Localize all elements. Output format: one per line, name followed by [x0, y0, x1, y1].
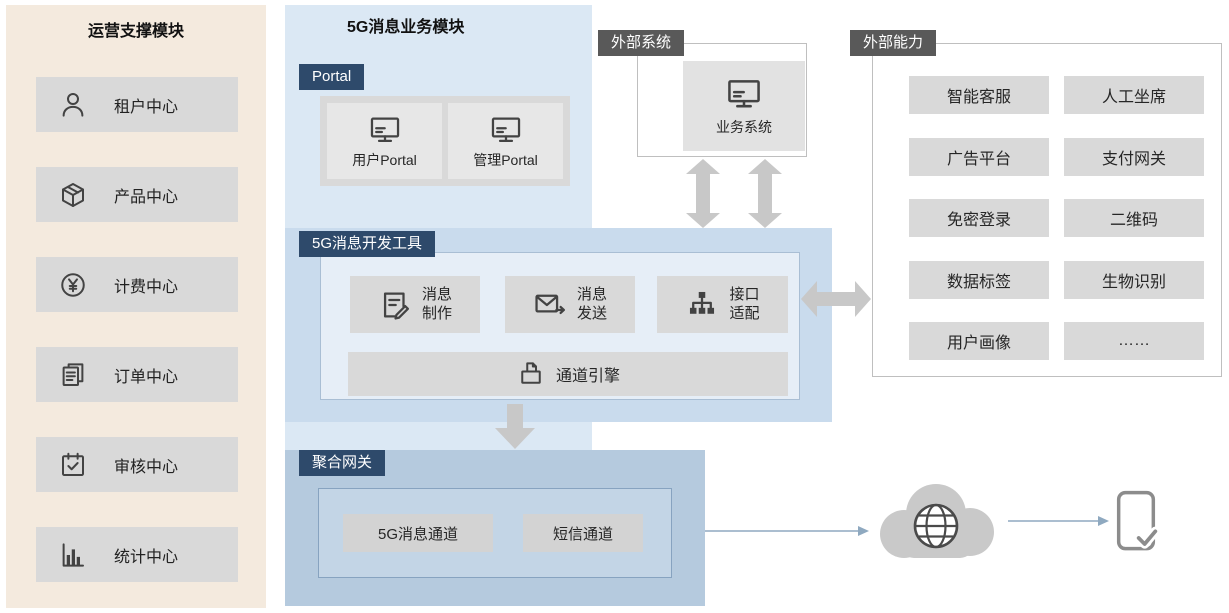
external-capabilities-tag: 外部能力	[850, 30, 937, 56]
portal-container: 用户Portal 管理Portal	[320, 96, 570, 186]
dev-tools-tag: 5G消息开发工具	[299, 231, 436, 257]
audit-check-icon	[62, 452, 84, 476]
audit-center-label: 审核中心	[114, 458, 179, 476]
gateway-tag: 聚合网关	[299, 450, 386, 476]
capability-data-tag: 数据标签	[909, 261, 1049, 299]
admin-portal-label: 管理Portal	[473, 151, 538, 168]
api-adapter-box: 接口 适配	[657, 276, 788, 333]
capability-ad-platform: 广告平台	[909, 138, 1049, 176]
business-system-box: 业务系统	[683, 61, 805, 151]
api-tree-icon	[690, 291, 715, 314]
globe-icon	[913, 503, 959, 549]
admin-portal-box: 管理Portal	[448, 103, 563, 179]
capability-qr-code: 二维码	[1064, 199, 1204, 237]
down-arrow-to-gateway	[495, 404, 535, 449]
capability-human-agent: 人工坐席	[1064, 76, 1204, 114]
audit-center-box: 审核中心	[36, 437, 238, 492]
tenant-center-box: 租户中心	[36, 77, 238, 132]
bar-chart-icon	[62, 542, 84, 567]
order-center-box: 订单中心	[36, 347, 238, 402]
message-send-box: 消息 发送	[505, 276, 635, 333]
yuan-billing-icon	[61, 272, 85, 297]
message-module-title: 5G消息业务模块	[347, 19, 465, 36]
product-center-box: 产品中心	[36, 167, 238, 222]
operation-support-title: 运营支撑模块	[87, 23, 184, 40]
monitor-icon	[728, 80, 760, 108]
sms-channel-label: 短信通道	[552, 525, 613, 543]
statistics-center-label: 统计中心	[114, 548, 179, 566]
external-capabilities-box: 智能客服 人工坐席 广告平台 支付网关 免密登录 二维码 数据标签 生物识别 用…	[872, 43, 1222, 377]
channel-engine-box-icon	[521, 362, 541, 384]
statistics-center-box: 统计中心	[36, 527, 238, 582]
5g-message-channel-box: 5G消息通道	[343, 514, 493, 552]
external-system-tag: 外部系统	[598, 30, 685, 56]
operation-support-panel: 运营支撑模块 租户中心 产品中心 计费中心 订单中心	[6, 5, 266, 608]
billing-center-box: 计费中心	[36, 257, 238, 312]
tenant-center-label: 租户中心	[114, 98, 179, 116]
monitor-icon	[491, 117, 520, 142]
user-portal-box: 用户Portal	[327, 103, 442, 179]
channel-engine-label: 通道引擎	[555, 368, 620, 385]
capability-user-profile: 用户画像	[909, 322, 1049, 360]
monitor-icon	[370, 117, 399, 142]
product-center-label: 产品中心	[114, 188, 179, 206]
capability-biometrics: 生物识别	[1064, 261, 1204, 299]
portal-tag: Portal	[299, 64, 365, 90]
external-system-box: 业务系统	[637, 43, 807, 157]
user-icon	[62, 92, 84, 117]
channel-engine-bar: 通道引擎	[348, 352, 788, 396]
cloud-to-phone-arrow	[1008, 516, 1109, 526]
user-portal-label: 用户Portal	[352, 151, 417, 168]
capability-passwordless-login: 免密登录	[909, 199, 1049, 237]
business-system-label: 业务系统	[716, 119, 772, 135]
gateway-to-cloud-arrow	[705, 526, 869, 536]
message-compose-box: 消息 制作	[350, 276, 480, 333]
sms-channel-box: 短信通道	[523, 514, 643, 552]
capability-smart-service: 智能客服	[909, 76, 1049, 114]
order-document-icon	[62, 362, 84, 386]
vertical-double-arrow-right	[748, 159, 782, 228]
horizontal-double-arrow	[801, 281, 871, 317]
vertical-double-arrow-left	[686, 159, 720, 228]
phone-check-icon	[1116, 490, 1160, 551]
message-send-label: 消息 发送	[576, 285, 607, 322]
api-adapter-label: 接口 适配	[729, 285, 760, 322]
message-compose-label: 消息 制作	[421, 285, 452, 322]
product-box-icon	[62, 182, 84, 207]
capability-payment-gateway: 支付网关	[1064, 138, 1204, 176]
compose-document-icon	[383, 292, 410, 320]
order-center-label: 订单中心	[114, 368, 179, 386]
billing-center-label: 计费中心	[114, 278, 179, 296]
5g-message-channel-label: 5G消息通道	[377, 525, 458, 543]
internet-cloud-globe-icon	[880, 484, 994, 558]
capability-more: ……	[1064, 322, 1204, 360]
envelope-send-icon	[535, 294, 566, 314]
